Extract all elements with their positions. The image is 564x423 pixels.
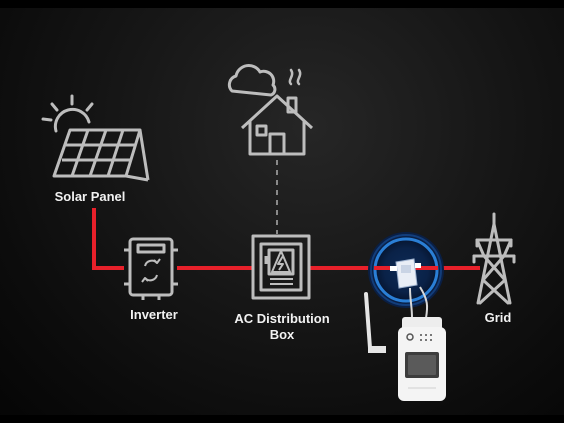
ac-distribution-box-label: AC Distribution Box	[222, 311, 342, 343]
antenna-icon	[364, 292, 386, 353]
box-slots	[270, 278, 293, 285]
solar-panel-icon	[52, 128, 150, 182]
transmission-tower-icon	[472, 212, 516, 305]
power-meter-icon	[374, 258, 438, 289]
grid-label: Grid	[484, 310, 512, 325]
inverter-label: Inverter	[130, 307, 178, 322]
sun-icon	[41, 94, 94, 133]
smart-switch-icon	[398, 317, 446, 401]
meter-cable	[409, 286, 429, 319]
steam-icon	[288, 68, 302, 86]
lightning-icon	[271, 250, 291, 273]
ac-distribution-box-label-line1: AC Distribution	[234, 311, 330, 326]
distribution-box-icon	[251, 234, 311, 300]
ac-distribution-box-label-line2: Box	[269, 327, 295, 342]
inverter-icon	[124, 237, 178, 300]
cloud-icon	[227, 64, 277, 97]
solar-panel-label: Solar Panel	[54, 189, 126, 204]
house-icon	[240, 94, 314, 156]
